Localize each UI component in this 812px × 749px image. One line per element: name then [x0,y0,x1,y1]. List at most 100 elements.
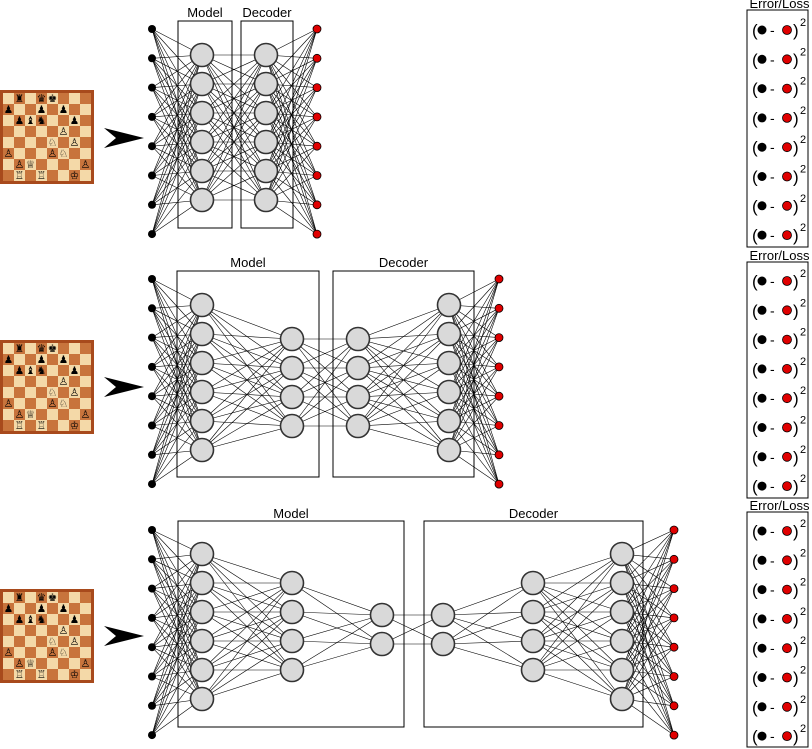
close-paren: ) [793,272,799,291]
open-paren: ( [752,272,758,291]
hidden-neuron [279,657,305,683]
board-square [36,93,47,104]
connection-line [201,141,267,201]
output-node [669,701,679,711]
open-paren: ( [752,477,758,496]
connection-line [442,582,534,616]
prediction-dot [757,702,767,712]
output-node [494,479,504,489]
exponent: 2 [800,518,806,530]
exponent: 2 [800,134,806,146]
prediction-dot [757,172,767,181]
chess-piece: ♙ [48,398,57,410]
prediction-dot [757,555,767,565]
board-square [69,592,80,603]
board-square [25,365,36,376]
chess-piece: ♟ [59,354,68,366]
connection-line [201,582,293,613]
input-node [148,275,156,283]
loss-title: Error/Loss [750,0,810,11]
output-node [494,362,504,372]
chess-piece: ♙ [70,636,79,648]
board-square [25,93,36,104]
board-square [47,365,58,376]
board-square [14,115,25,126]
connection-line [201,611,293,700]
board-square [69,126,80,137]
board-square [80,420,91,431]
board-square [14,93,25,104]
board-square [80,365,91,376]
chess-piece: ♝ [26,365,35,377]
board-square [3,159,14,170]
hidden-neuron [189,71,215,97]
board-square [58,376,69,387]
target-dot [782,614,792,624]
board-square [3,343,14,354]
board-square [47,137,58,148]
open-paren: ( [752,80,758,99]
board-square [47,420,58,431]
input-node [148,112,156,121]
connection-line [201,582,293,671]
close-paren: ) [793,477,799,496]
minus-sign: - [770,227,775,243]
decoder-box [332,270,475,478]
board-square [47,625,58,636]
input-node [148,304,156,313]
chess-piece: ♔ [70,420,79,432]
target-dot [782,672,792,683]
output-node [312,141,322,151]
chess-piece: ♜ [15,592,24,604]
hidden-neuron [609,599,635,625]
board-square [14,104,25,115]
board-square [58,398,69,409]
chess-piece: ♜ [15,343,24,355]
connection-line [532,553,623,642]
hidden-neuron [279,413,305,439]
input-node [148,613,156,622]
prediction-dot [757,142,767,152]
connection-line [621,529,675,613]
hidden-neuron [189,158,215,184]
minus-sign: - [770,449,775,465]
chess-piece: ♘ [48,137,57,149]
hidden-neuron [253,129,279,155]
connection-line [357,304,450,340]
hidden-neuron [609,657,635,683]
connection-line [357,420,450,427]
exponent: 2 [800,164,806,176]
target-dot [782,701,792,712]
input-node [148,25,156,33]
board-square [36,343,47,354]
arrow-icon [104,626,144,646]
board-square [58,387,69,398]
connection-line [265,116,318,201]
output-node [494,421,504,430]
chess-piece: ♟ [37,354,46,366]
output-node [312,83,322,92]
hidden-neuron [279,384,305,410]
loss-title: Error/Loss [750,498,810,513]
board-square [47,104,58,115]
board-square [47,409,58,420]
board-square [25,614,36,625]
board-square [47,159,58,170]
connection-line [291,338,359,398]
connection-line [201,669,293,700]
board-square [47,398,58,409]
chess-piece: ♘ [59,647,68,659]
hidden-neuron [253,71,279,97]
hidden-neuron [189,628,215,654]
target-dot [782,83,792,94]
chess-piece: ♛ [37,343,46,355]
board-square [25,170,36,181]
board-square [80,647,91,658]
board-square [58,365,69,376]
chess-piece: ♙ [15,159,24,171]
board-square [47,669,58,680]
close-paren: ) [793,522,799,541]
board-square [36,387,47,398]
chess-piece: ♙ [4,398,13,410]
exponent: 2 [800,222,806,234]
